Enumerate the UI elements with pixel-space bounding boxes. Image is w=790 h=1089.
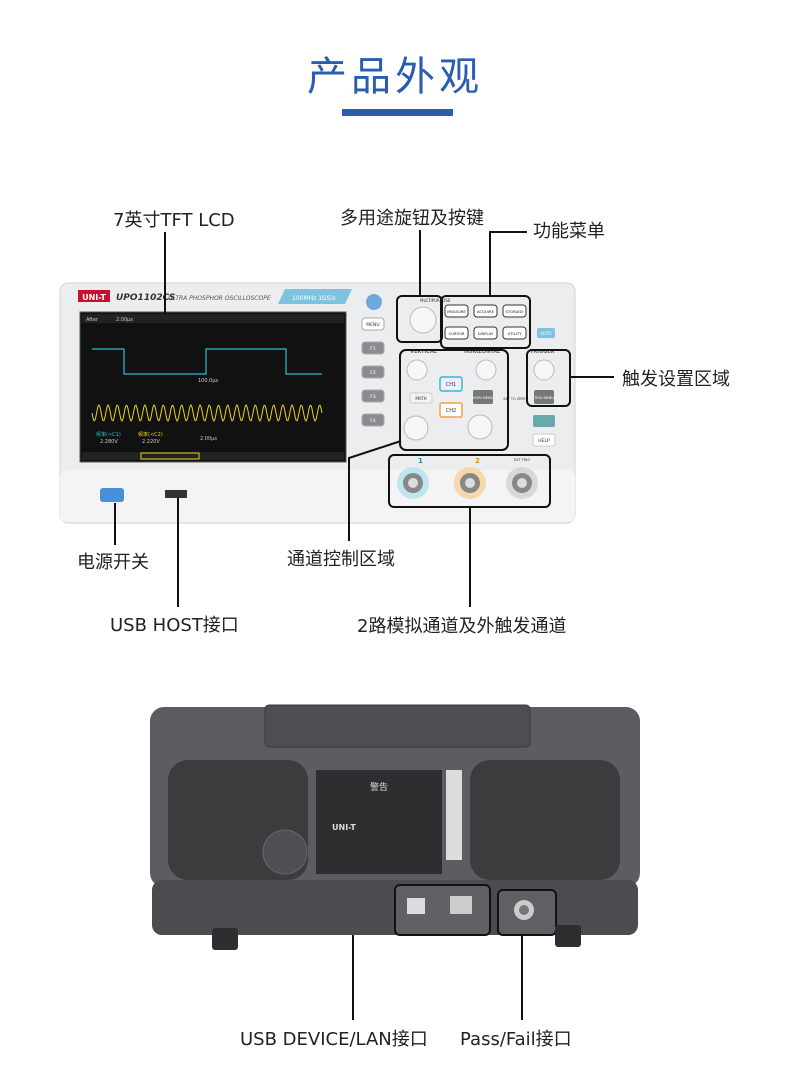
svg-text:HORI MENU: HORI MENU bbox=[473, 396, 494, 400]
svg-text:2.280V: 2.280V bbox=[100, 439, 118, 445]
side-button[interactable] bbox=[361, 389, 385, 403]
callout-channel-control: 通道控制区域 bbox=[287, 549, 395, 570]
callout-analog-channels: 2路模拟通道及外触发通道 bbox=[357, 616, 567, 637]
side-button-label: F2 bbox=[370, 370, 376, 376]
svg-text:EXT TRIG: EXT TRIG bbox=[514, 458, 530, 462]
lcd-screen bbox=[79, 311, 347, 463]
menu-button-label: STORAGE bbox=[505, 309, 524, 314]
side-button[interactable] bbox=[361, 317, 385, 331]
svg-text:1: 1 bbox=[418, 457, 423, 465]
menu-button-label: ACQUIRE bbox=[477, 309, 495, 314]
svg-text:2.220V: 2.220V bbox=[142, 439, 160, 445]
svg-text:TRIG MENU: TRIG MENU bbox=[533, 396, 554, 400]
menu-button[interactable] bbox=[444, 304, 469, 318]
side-button[interactable] bbox=[361, 413, 385, 427]
ch1-waveform bbox=[92, 348, 322, 375]
menu-button-label: DISPLAY bbox=[478, 331, 494, 336]
svg-text:HORIZONTAL: HORIZONTAL bbox=[464, 349, 501, 355]
callout-lcd: 7英寸TFT LCD bbox=[113, 210, 235, 231]
svg-text:SET TO ZERO: SET TO ZERO bbox=[503, 397, 527, 401]
menu-button[interactable] bbox=[502, 304, 527, 318]
power-button bbox=[100, 488, 124, 502]
svg-text:2.00μs: 2.00μs bbox=[116, 317, 133, 323]
warning-label bbox=[316, 770, 442, 874]
rear-device: 警告 UNI-T bbox=[150, 704, 640, 950]
svg-text:UNI-T: UNI-T bbox=[82, 293, 106, 302]
title-underline bbox=[342, 109, 453, 116]
menu-button-label: CURSOR bbox=[448, 331, 464, 336]
callout-usb-host: USB HOST接口 bbox=[110, 615, 239, 636]
svg-text:After: After bbox=[86, 317, 99, 323]
side-button[interactable] bbox=[361, 365, 385, 379]
callout-usb-device-lan: USB DEVICE/LAN接口 bbox=[240, 1029, 428, 1050]
menu-button[interactable] bbox=[473, 326, 498, 340]
menu-button-label: UTILITY bbox=[507, 331, 522, 336]
svg-text:ULTRA PHOSPHOR OSCILLOSCOPE: ULTRA PHOSPHOR OSCILLOSCOPE bbox=[168, 295, 271, 302]
svg-text:2: 2 bbox=[475, 457, 480, 465]
callout-trigger-area: 触发设置区域 bbox=[622, 369, 730, 390]
side-button-label: F1 bbox=[370, 346, 376, 352]
callout-multi-knob: 多用途旋钮及按键 bbox=[340, 208, 484, 229]
callout-function-menu: 功能菜单 bbox=[533, 221, 605, 242]
ch2-waveform bbox=[91, 403, 323, 423]
side-button-label: F3 bbox=[370, 394, 376, 400]
side-button-label: MENU bbox=[366, 322, 379, 328]
svg-text:UPO1102CS: UPO1102CS bbox=[116, 293, 175, 303]
side-button[interactable] bbox=[361, 341, 385, 355]
svg-text:UNI-T: UNI-T bbox=[332, 823, 356, 832]
menu-button-label: MEASURE bbox=[447, 309, 466, 314]
side-button-label: F4 bbox=[370, 418, 376, 424]
brand-logo bbox=[78, 290, 110, 302]
svg-text:频率(<C1): 频率(<C1) bbox=[96, 431, 121, 438]
callout-power-switch: 电源开关 bbox=[77, 552, 149, 573]
svg-text:100MHz 1GS/s: 100MHz 1GS/s bbox=[292, 295, 336, 302]
svg-text:CH1: CH1 bbox=[446, 382, 456, 388]
svg-text:CH2: CH2 bbox=[446, 408, 456, 414]
svg-text:VERTICAL: VERTICAL bbox=[410, 349, 438, 355]
callout-pass-fail: Pass/Fail接口 bbox=[460, 1029, 572, 1050]
bnc-inputs: 1 2 EXT TRIG bbox=[397, 457, 538, 499]
svg-text:2.00μs: 2.00μs bbox=[200, 436, 217, 442]
svg-text:频率(<C2): 频率(<C2) bbox=[138, 431, 163, 438]
svg-text:100.0μs: 100.0μs bbox=[198, 378, 218, 384]
svg-text:TRIGGER: TRIGGER bbox=[530, 349, 555, 355]
svg-text:MATH: MATH bbox=[415, 396, 426, 401]
svg-text:AUTO: AUTO bbox=[540, 331, 551, 336]
page-title: 产品外观 bbox=[307, 54, 483, 100]
usb-host-port bbox=[165, 490, 187, 498]
svg-text:MULTIPURPOSE: MULTIPURPOSE bbox=[420, 298, 451, 303]
front-device: UNI-T UPO1102CS ULTRA PHOSPHOR OSCILLOSC… bbox=[59, 282, 576, 524]
svg-text:HELP: HELP bbox=[538, 438, 550, 444]
menu-button[interactable] bbox=[473, 304, 498, 318]
menu-button[interactable] bbox=[502, 326, 527, 340]
svg-text:警告: 警告 bbox=[370, 781, 388, 793]
menu-button[interactable] bbox=[444, 326, 469, 340]
